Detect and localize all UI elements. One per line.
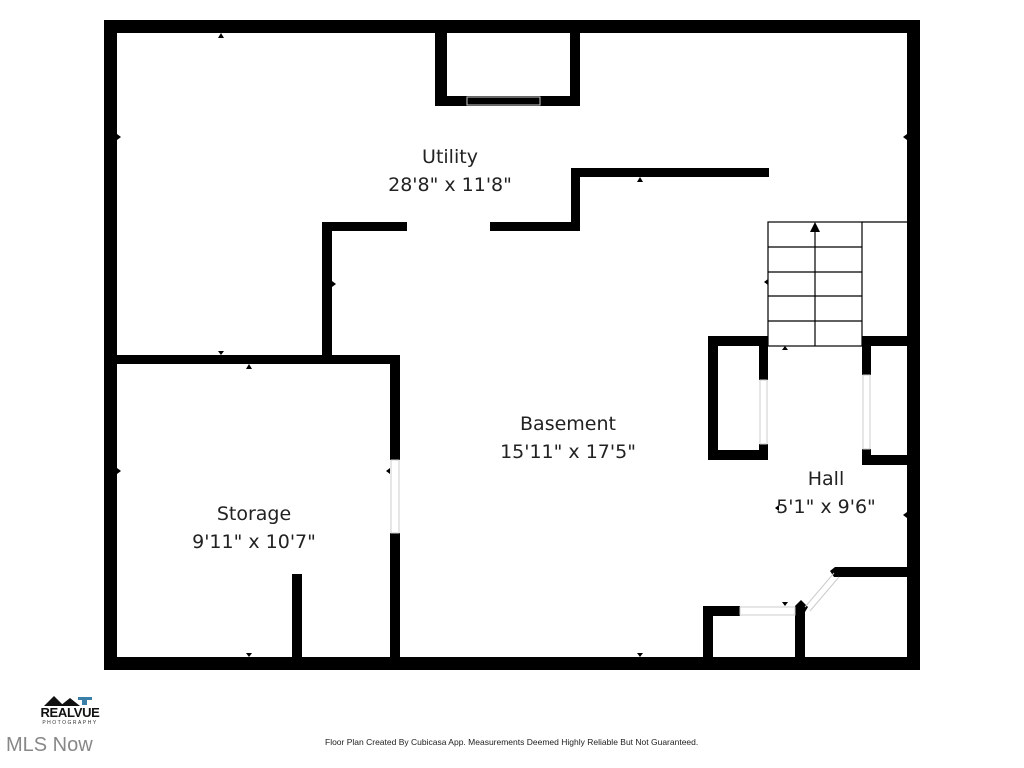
- room-utility: Utility 28'8" x 11'8": [388, 143, 512, 199]
- room-storage: Storage 9'11" x 10'7": [192, 500, 316, 556]
- room-basement: Basement 15'11" x 17'5": [500, 410, 636, 466]
- realvue-logo: REALVUE PHOTOGRAPHY: [34, 694, 106, 728]
- stair-arrow-icon: [810, 222, 820, 232]
- walls: [104, 20, 920, 670]
- room-hall: Hall 5'1" x 9'6": [776, 465, 876, 521]
- logo-brand: REALVUE: [40, 705, 100, 720]
- house-drone-icon: [44, 696, 92, 706]
- room-name: Hall: [807, 468, 845, 490]
- room-size: 5'1" x 9'6": [776, 496, 876, 518]
- windows-doors: [390, 96, 871, 616]
- room-name: Utility: [422, 146, 478, 168]
- dimension-markers: [117, 33, 907, 657]
- stairs: [767, 221, 907, 347]
- footer-disclaimer: Floor Plan Created By Cubicasa App. Meas…: [325, 737, 699, 747]
- room-size: 28'8" x 11'8": [388, 174, 512, 196]
- room-name: Basement: [520, 413, 616, 435]
- mls-watermark: MLS Now: [6, 734, 93, 756]
- room-size: 9'11" x 10'7": [192, 531, 316, 553]
- room-name: Storage: [216, 503, 292, 525]
- logo-tagline: PHOTOGRAPHY: [42, 720, 98, 726]
- room-size: 15'11" x 17'5": [500, 441, 636, 463]
